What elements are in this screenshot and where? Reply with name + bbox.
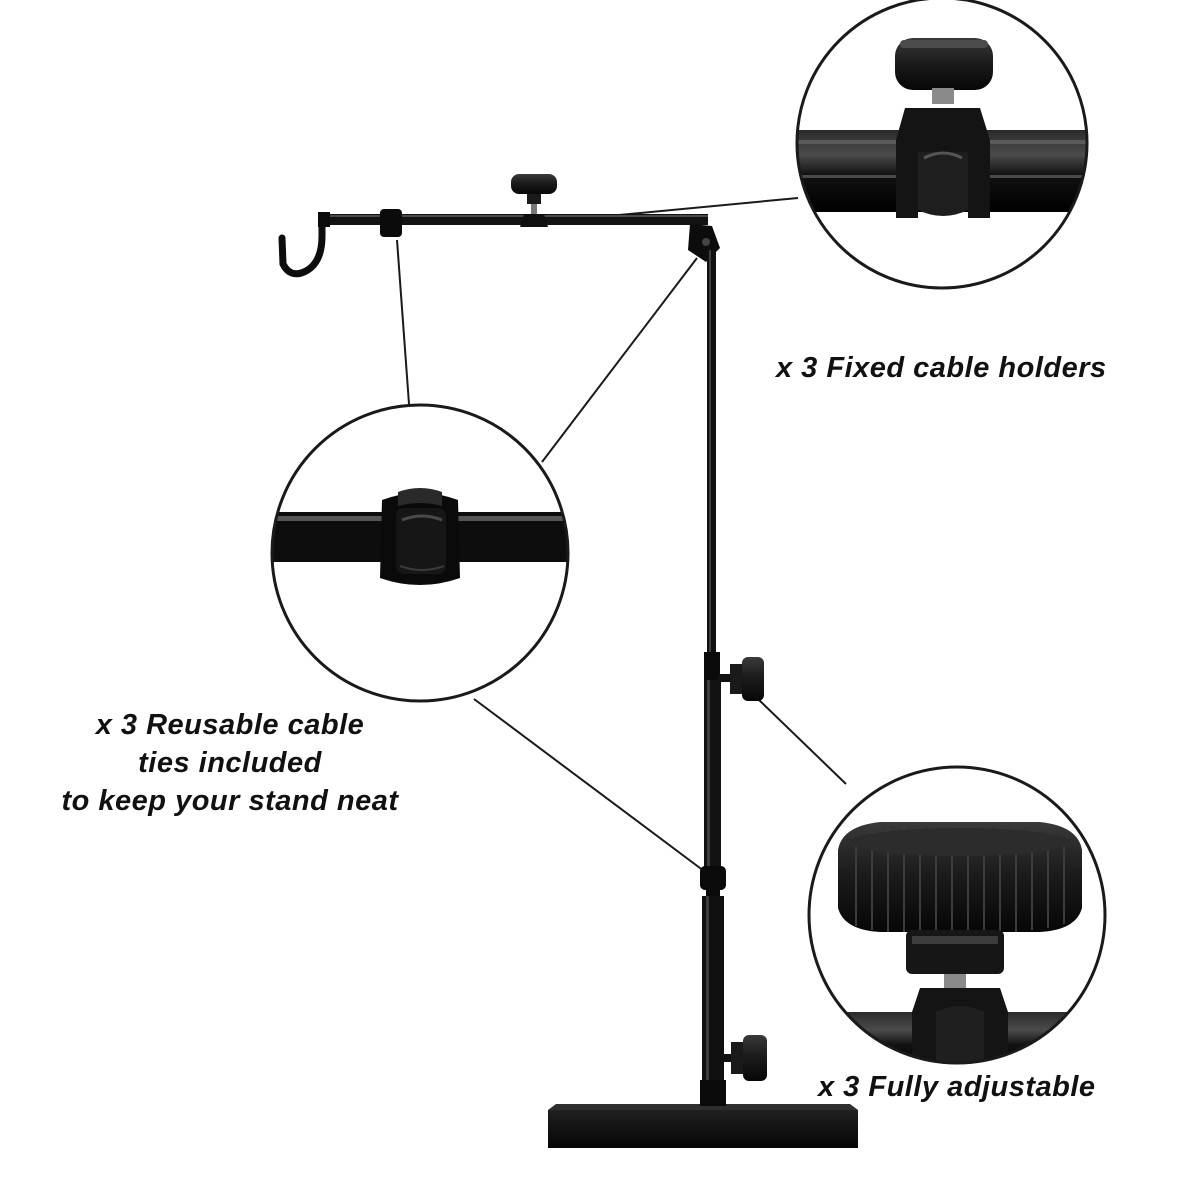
pole-cable-tie (700, 866, 726, 890)
cable-holder-zoom (795, 0, 1089, 290)
arm-cable-tie (380, 209, 402, 237)
reusable-cable-ties-line-3: to keep your stand neat (61, 785, 399, 817)
reusable-cable-ties-line-2: ties included (138, 747, 322, 779)
bottom-knob (722, 1035, 767, 1081)
fully-adjustable-label: x 3 Fully adjustable (818, 1071, 1096, 1103)
reusable-cable-ties-label: x 3 Reusable cable ties included to keep… (30, 706, 430, 820)
hook (278, 214, 326, 278)
adjustment-knob-zoom (807, 765, 1107, 1065)
vertical-pole-lower (704, 680, 721, 880)
reusable-cable-ties-line-1: x 3 Reusable cable (95, 709, 365, 741)
base-plate (548, 1110, 858, 1148)
vertical-pole-bottom (702, 896, 724, 1082)
top-knob (511, 174, 557, 227)
product-stand-image (278, 174, 858, 1148)
horizontal-arm (318, 214, 708, 225)
middle-knob (718, 657, 764, 701)
fixed-cable-holders-label: x 3 Fixed cable holders (776, 352, 1107, 384)
callout-connector-lines (396, 197, 847, 878)
cable-tie-zoom (270, 403, 570, 703)
vertical-pole-upper (707, 250, 716, 660)
